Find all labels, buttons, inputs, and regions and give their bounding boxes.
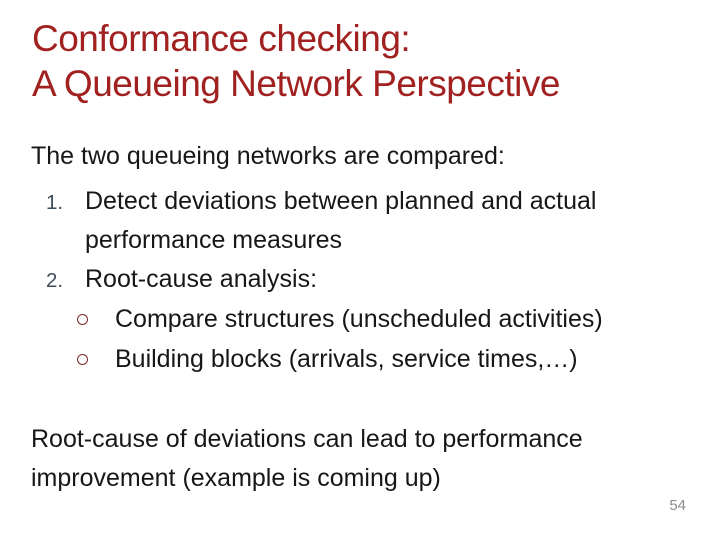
page-number: 54 xyxy=(669,497,686,514)
circle-bullet-icon xyxy=(77,314,115,325)
slide-title: Conformance checking: A Queueing Network… xyxy=(32,16,560,106)
closing-paragraph: Root-cause of deviations can lead to per… xyxy=(31,425,583,492)
numbered-item-2: 2. Root-cause analysis: xyxy=(31,260,671,300)
numbered-item-1-marker: 1. xyxy=(46,191,64,214)
numbered-item-1-text: Detect deviations between planned and ac… xyxy=(85,187,597,254)
slide-title-line1: Conformance checking: xyxy=(32,18,411,59)
circle-bullet-icon xyxy=(77,354,115,365)
sub-bullet-item-1-text: Compare structures (unscheduled activiti… xyxy=(115,305,603,333)
slide-body: The two queueing networks are compared: … xyxy=(31,137,671,498)
numbered-item-1: 1. Detect deviations between planned and… xyxy=(31,182,671,260)
sub-bullet-item-2-text: Building blocks (arrivals, service times… xyxy=(115,345,578,373)
sub-bullet-item-1: Compare structures (unscheduled activiti… xyxy=(31,300,671,339)
slide-title-line2: A Queueing Network Perspective xyxy=(32,63,560,104)
numbered-item-2-text: Root-cause analysis: xyxy=(85,265,318,293)
sub-bullet-item-2: Building blocks (arrivals, service times… xyxy=(31,340,671,379)
intro-text: The two queueing networks are compared: xyxy=(31,142,505,170)
numbered-item-2-marker: 2. xyxy=(46,269,64,292)
